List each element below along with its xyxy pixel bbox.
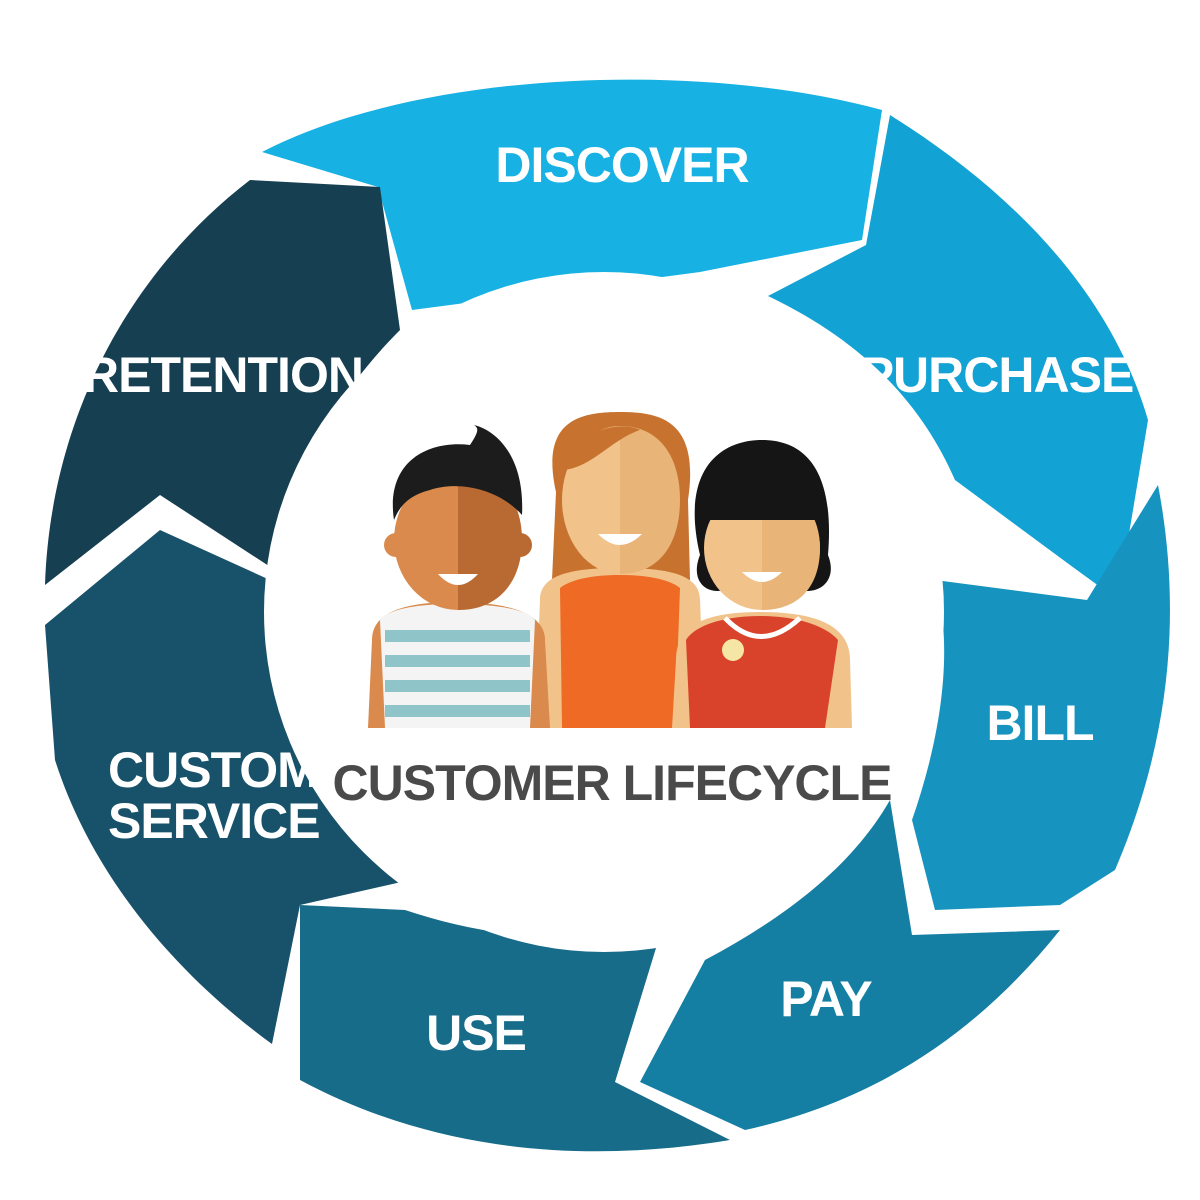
center-title: CUSTOMER LIFECYCLE: [333, 755, 892, 811]
label-customer-service-line2: SERVICE: [108, 793, 320, 849]
boy-ear: [508, 533, 532, 557]
boy-shirt-stripe: [385, 630, 530, 642]
label-discover: DISCOVER: [495, 137, 749, 193]
girl-right-collar: [723, 616, 802, 639]
girl-right-shirt: [686, 616, 838, 728]
segment-discover[interactable]: [262, 79, 882, 310]
label-purchase: PURCHASE: [861, 347, 1134, 403]
segment-use[interactable]: [300, 905, 730, 1152]
boy-hair: [392, 425, 523, 520]
boy-shirt-stripe: [385, 705, 530, 717]
label-pay: PAY: [780, 971, 872, 1027]
label-retention: RETENTION: [83, 347, 363, 403]
boy-figure: [368, 425, 550, 728]
girl-right-bangs: [704, 462, 820, 520]
segment-purchase[interactable]: [768, 115, 1148, 600]
label-bill: BILL: [986, 695, 1093, 751]
girl-right-smile: [742, 572, 782, 582]
people-illustration: [368, 412, 852, 728]
girl-center-smile: [598, 534, 642, 545]
ring-segments: [45, 79, 1170, 1152]
girl-right-figure: [672, 440, 852, 728]
boy-shirt-stripe: [385, 655, 530, 667]
boy-smile: [438, 574, 478, 585]
boy-shirt-stripe: [385, 680, 530, 692]
girl-center-figure: [535, 412, 705, 728]
label-use: USE: [426, 1005, 526, 1061]
segment-bill[interactable]: [912, 485, 1170, 910]
segment-pay[interactable]: [640, 800, 1060, 1130]
label-customer-service-line1: CUSTOMER: [108, 742, 386, 798]
segment-retention[interactable]: [45, 180, 400, 585]
girl-right-pendant: [722, 639, 744, 661]
girl-center-shirt: [560, 575, 680, 728]
boy-ear: [384, 533, 408, 557]
segment-customer-service[interactable]: [45, 530, 410, 1044]
girl-center-bangs: [560, 426, 640, 470]
